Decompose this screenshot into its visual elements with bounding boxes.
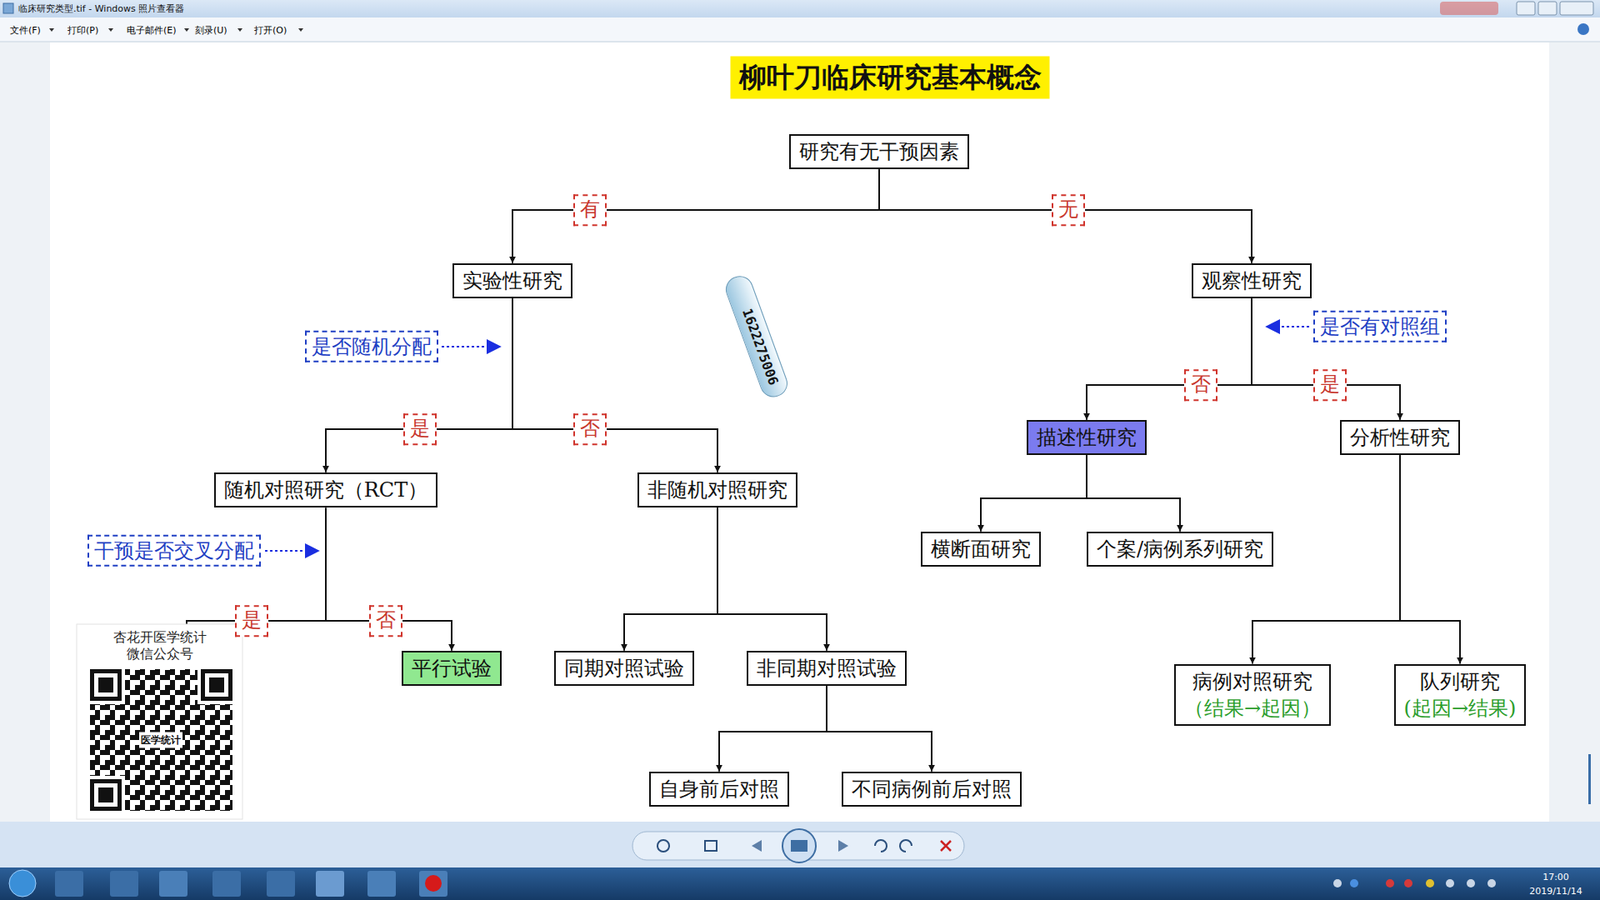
- diagram-title: 柳叶刀临床研究基本概念: [730, 56, 1050, 100]
- tree-connector: [512, 169, 880, 264]
- qr-logo-text: 医学统计: [139, 732, 183, 749]
- process-box: 横断面研究: [920, 531, 1041, 567]
- decision-label: 否: [369, 605, 403, 637]
- close-button: [1560, 1, 1594, 15]
- app-icon: [3, 3, 14, 14]
- tree-connector: [879, 169, 1252, 264]
- menu-item: 打开(O): [254, 24, 287, 37]
- decision-label: 无: [1051, 194, 1085, 226]
- viewer-toolbar: [0, 821, 1600, 868]
- node-text: 自身前后对照: [659, 775, 780, 803]
- process-box: 同期对照试验: [554, 650, 695, 686]
- node-text: 随机对照研究（RCT）: [224, 476, 428, 504]
- node-text: 实验性研究: [462, 267, 563, 295]
- qr-caption: 杏花开医学统计: [113, 629, 207, 647]
- question-callout: 是否随机分配: [305, 330, 439, 363]
- callout-arrow: [1266, 325, 1310, 328]
- node-text: 队列研究: [1404, 668, 1517, 695]
- decision-label: 否: [573, 413, 607, 445]
- decision-label: 是: [1313, 369, 1347, 401]
- process-box: 观察性研究: [1191, 263, 1312, 299]
- qr-finders: [88, 667, 235, 813]
- decision-label: 是: [235, 605, 269, 637]
- process-box: 随机对照研究（RCT）: [214, 472, 438, 508]
- process-box: 实验性研究: [452, 263, 573, 299]
- tree-connector: [980, 455, 1087, 532]
- tree-connector: [826, 685, 932, 772]
- picture-ground: [50, 42, 1550, 822]
- node-text: 非随机对照研究: [647, 476, 788, 504]
- process-box: 病例对照研究（结果→起因）: [1174, 664, 1331, 727]
- node-text: 观察性研究: [1201, 267, 1302, 295]
- tree-connector: [1086, 455, 1180, 532]
- clock-time: 17:00: [1542, 871, 1570, 883]
- qr-caption: 微信公众号: [126, 645, 194, 664]
- tree-connector: [1400, 455, 1460, 664]
- process-box: 不同病例前后对照: [841, 771, 1022, 807]
- question-callout: 干预是否交叉分配: [87, 535, 261, 567]
- qr-code: [90, 669, 233, 811]
- decision-label: 是: [403, 413, 437, 445]
- taskbar-icons: [9, 870, 1496, 897]
- maximize-button: [1538, 1, 1557, 15]
- node-subtext: （结果→起因）: [1184, 695, 1321, 722]
- highlight-box: 平行试验: [401, 650, 502, 686]
- qr-panel: [76, 624, 243, 820]
- node-subtext: (起因→结果): [1404, 695, 1517, 722]
- question-callout: 是否有对照组: [1313, 310, 1447, 343]
- tree-connector: [1252, 455, 1400, 664]
- taskbar: [0, 867, 1600, 900]
- highlight-box: 描述性研究: [1026, 420, 1147, 455]
- node-text: 非同期对照试验: [756, 655, 897, 682]
- tree-connector: [717, 507, 827, 651]
- scroll-mark: [1588, 754, 1591, 805]
- node-text: 平行试验: [411, 655, 492, 682]
- node-text: 不同病例前后对照: [851, 775, 1012, 803]
- node-text: 研究有无干预因素: [799, 138, 960, 165]
- menu-border: [0, 41, 1600, 43]
- help-icon: [1577, 23, 1590, 35]
- callout-arrow: [265, 550, 319, 552]
- decision-label: 有: [573, 194, 607, 226]
- process-box: 自身前后对照: [649, 771, 790, 807]
- process-box: 队列研究(起因→结果): [1394, 664, 1527, 727]
- tree-connector: [325, 507, 452, 651]
- node-text: 个案/病例系列研究: [1096, 535, 1264, 563]
- node-text: 分析性研究: [1350, 424, 1450, 451]
- blurred-button: [1440, 1, 1499, 15]
- process-box: 分析性研究: [1340, 420, 1460, 455]
- tree-connector: [624, 507, 718, 651]
- menu-item: 刻录(U): [195, 24, 228, 37]
- callout-arrow: [441, 345, 500, 348]
- node-text: 横断面研究: [930, 535, 1031, 563]
- tree-connector: [325, 298, 513, 473]
- node-text: 病例对照研究: [1184, 668, 1321, 695]
- tree-connector: [1086, 298, 1252, 420]
- process-box: 非同期对照试验: [746, 650, 907, 686]
- node-text: 描述性研究: [1036, 424, 1137, 451]
- clock-date: 2019/11/14: [1529, 885, 1582, 897]
- title-bar: [0, 0, 1600, 18]
- decision-label: 否: [1184, 369, 1218, 401]
- tree-connector: [719, 685, 827, 772]
- menu-item: 电子邮件(E): [126, 24, 177, 37]
- tree-connector: [512, 298, 718, 473]
- process-box: 非随机对照研究: [637, 472, 798, 508]
- minimize-button: [1516, 1, 1535, 15]
- watermark: 1622275006: [721, 272, 791, 401]
- menu-item: 文件(F): [10, 24, 41, 37]
- menu-bar: [0, 17, 1600, 42]
- node-text: 同期对照试验: [564, 655, 685, 682]
- toolbar-icons: [657, 829, 951, 863]
- process-box: 研究有无干预因素: [789, 134, 970, 170]
- window-title: 临床研究类型.tif - Windows 照片查看器: [18, 2, 185, 15]
- process-box: 个案/病例系列研究: [1086, 531, 1274, 567]
- menu-item: 打印(P): [67, 24, 99, 37]
